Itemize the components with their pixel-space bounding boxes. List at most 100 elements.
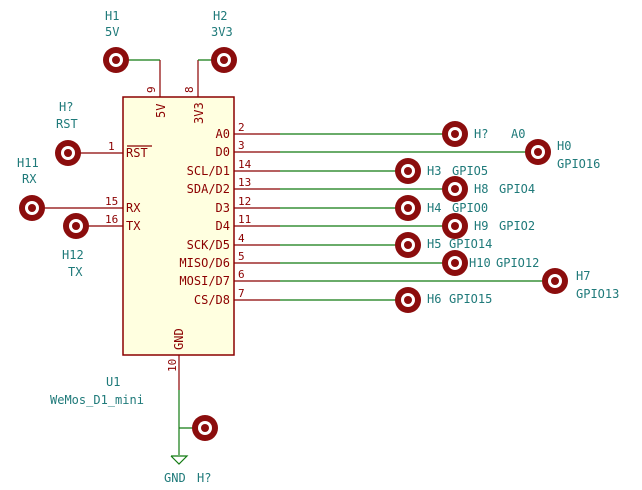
header-pad[interactable] [395,232,421,258]
header-pad[interactable] [442,250,468,276]
header-net: GPIO0 [452,201,488,215]
header-pad[interactable] [542,268,568,294]
header-ref: H2 [213,9,227,23]
pin-name: A0 [216,127,230,141]
right-pin: 2 A0 [216,121,455,141]
pin-number: 11 [238,213,251,226]
pin-number: 13 [238,176,251,189]
right-pin: 6 MOSI/D7 [179,268,555,288]
pad-group [19,47,568,441]
pin-number: 3 [238,139,245,152]
pin-number: 15 [105,195,118,208]
pin-number: 10 [166,359,179,372]
pin-number: 12 [238,195,251,208]
left-pin-rx: 15 RX [32,195,141,215]
pin-number: 16 [105,213,118,226]
header-pad[interactable] [55,140,81,166]
pin-number: 4 [238,232,245,245]
header-net: GPIO5 [452,164,488,178]
ground-symbol: GND [164,455,189,485]
pin-number: 6 [238,268,245,281]
header-net: RST [56,117,78,131]
pin-number: 9 [145,86,158,93]
pin-name: CS/D8 [194,293,230,307]
header-ref: H9 [474,219,488,233]
pin-name: TX [126,219,141,233]
pin-name: GND [172,328,186,350]
header-pad[interactable] [395,158,421,184]
right-pin: 5 MISO/D6 [179,250,455,270]
header-ref: H5 [427,237,441,251]
header-ref: H8 [474,182,488,196]
header-pad[interactable] [211,47,237,73]
pin-name: 3V3 [192,102,206,124]
pin-number: 7 [238,287,245,300]
header-ref: H11 [17,156,39,170]
header-net: TX [68,265,83,279]
header-pad[interactable] [395,195,421,221]
header-ref: H? [59,100,73,114]
pin-name: 5V [154,104,168,118]
pin-name: RX [126,201,141,215]
header-net: GPIO12 [496,256,539,270]
component-value: WeMos_D1_mini [50,393,144,407]
pin-name: RST [126,146,148,160]
pin-name: SCL/D1 [187,164,230,178]
header-pad[interactable] [395,287,421,313]
pin-name: SDA/D2 [187,182,230,196]
header-pad[interactable] [103,47,129,73]
right-pin-group: 2 A0 3 D0 14 SCL/D1 13 SDA/D2 12 D3 11 D4 4 SCK/D5 5 MI… [179,121,555,307]
pin-name: MISO/D6 [179,256,230,270]
ground-label: GND [164,471,186,485]
pin-name: D0 [216,145,230,159]
left-pin-tx: 16 TX [76,213,141,233]
header-net: 5V [105,25,119,39]
right-pin: 14 SCL/D1 [187,158,408,178]
bottom-pin-gnd: 10 GND [166,328,205,455]
header-labels: H1 5V H2 3V3 H? RST H11 RX H12 TX H? A0 … [17,9,619,485]
right-pin: 13 SDA/D2 [187,176,455,196]
header-net: GPIO2 [499,219,535,233]
header-net: GPIO4 [499,182,535,196]
header-ref: H10 [469,256,491,270]
header-net: GPIO13 [576,287,619,301]
pin-name: D3 [216,201,230,215]
header-net: GPIO16 [557,157,600,171]
header-net: GPIO15 [449,292,492,306]
header-pad[interactable] [192,415,218,441]
header-pad[interactable] [442,176,468,202]
pin-number: 5 [238,250,245,263]
header-net: A0 [511,127,525,141]
header-net: GPIO14 [449,237,492,251]
header-ref: H3 [427,164,441,178]
header-pad[interactable] [63,213,89,239]
right-pin: 7 CS/D8 [194,287,408,307]
right-pin: 3 D0 [216,139,538,159]
header-pad[interactable] [525,139,551,165]
header-ref: H6 [427,292,441,306]
header-ref: H12 [62,248,84,262]
component-ref: U1 [106,375,120,389]
header-net: RX [22,172,37,186]
header-ref: H? [197,471,211,485]
header-pad[interactable] [19,195,45,221]
header-ref: H7 [576,269,590,283]
pin-name: SCK/D5 [187,238,230,252]
header-pad[interactable] [442,213,468,239]
wemos-d1-mini-body[interactable] [122,96,235,356]
pin-number: 14 [238,158,252,171]
pin-number: 8 [183,86,196,93]
pin-name: MOSI/D7 [179,274,230,288]
right-pin: 4 SCK/D5 [187,232,408,252]
header-ref: H4 [427,201,441,215]
pin-name: D4 [216,219,230,233]
right-pin: 11 D4 [216,213,455,233]
header-ref: H0 [557,139,571,153]
header-pad[interactable] [442,121,468,147]
pin-number: 1 [108,140,115,153]
header-ref: H1 [105,9,119,23]
right-pin: 12 D3 [216,195,408,215]
pin-number: 2 [238,121,245,134]
header-ref: H? [474,127,488,141]
